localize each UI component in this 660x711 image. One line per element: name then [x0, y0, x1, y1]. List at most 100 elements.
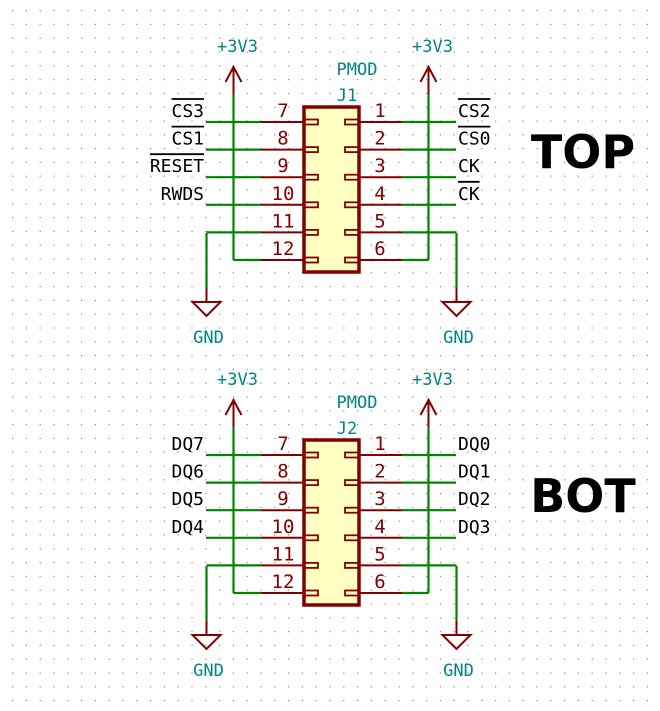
pin-2: 2 CS0 — [344, 125, 491, 154]
pin-number: 2 — [374, 128, 385, 150]
pin-9: 9 DQ5 — [171, 488, 319, 514]
pin-contact — [303, 506, 319, 514]
power-arrow-icon — [224, 64, 243, 83]
pin-number: 5 — [374, 543, 385, 565]
pin-6: 6 — [344, 571, 429, 597]
pin-3: 3 CK — [344, 155, 480, 181]
pin-number: 4 — [374, 183, 385, 205]
pin-number: 9 — [277, 155, 288, 177]
pin-12: 12 — [233, 238, 319, 264]
pin-contact — [344, 228, 360, 236]
pin-1: 1 CS2 — [344, 98, 491, 126]
pin-12: 12 — [233, 571, 319, 597]
ground-label: GND — [443, 661, 474, 681]
pin-contact — [303, 589, 319, 597]
pin-contact — [344, 256, 360, 264]
net-label: DQ3 — [458, 517, 491, 538]
net-label: CS2 — [458, 101, 491, 122]
net-label: RWDS — [161, 184, 204, 205]
pin-number: 7 — [277, 433, 288, 455]
net-label: DQ5 — [171, 489, 204, 510]
pin-contact — [344, 562, 360, 569]
net-label: CS0 — [458, 129, 491, 150]
connector-body — [302, 105, 361, 274]
pin-1: 1 DQ0 — [344, 433, 491, 459]
ground-symbol-left: GND — [190, 233, 224, 348]
pin-7: 7 DQ7 — [171, 433, 319, 459]
pin-contact — [303, 173, 319, 181]
pin-number: 10 — [272, 516, 295, 538]
power-arrow-icon — [419, 397, 438, 416]
pin-contact — [303, 534, 319, 542]
ground-label: GND — [193, 328, 224, 348]
pin-contact — [344, 451, 360, 459]
pin-number: 12 — [272, 238, 295, 260]
ground-label: GND — [193, 661, 224, 681]
pin-contact — [344, 506, 360, 514]
pin-9: 9 RESET — [150, 153, 319, 181]
connector-value: PMOD — [337, 60, 378, 80]
pin-contact — [303, 256, 319, 264]
pin-5: 5 — [344, 543, 457, 569]
pin-11: 11 — [206, 210, 319, 236]
pin-11: 11 — [206, 543, 319, 569]
net-label: DQ7 — [171, 434, 204, 455]
pin-contact — [344, 118, 360, 126]
pin-4: 4 CK — [344, 180, 480, 209]
connector-reference: J2 — [337, 419, 357, 439]
pin-4: 4 DQ3 — [344, 516, 491, 542]
pin-contact — [344, 201, 360, 209]
power-label: +3V3 — [412, 37, 453, 57]
pin-number: 3 — [374, 155, 385, 177]
pin-number: 6 — [374, 571, 385, 593]
ground-symbol-right: GND — [440, 566, 474, 681]
pin-contact — [344, 534, 360, 542]
pin-contact — [344, 589, 360, 597]
power-arrow-icon — [419, 64, 438, 83]
net-label: CK — [458, 156, 480, 177]
ground-icon — [440, 301, 473, 318]
pin-contact — [344, 479, 360, 487]
pin-contact — [344, 173, 360, 181]
net-label: CK — [458, 184, 480, 205]
net-label: RESET — [150, 156, 204, 177]
side-label: TOP — [531, 125, 635, 179]
pin-contact — [303, 201, 319, 209]
pin-number: 5 — [374, 210, 385, 232]
power-label: +3V3 — [217, 370, 258, 390]
connector-value: PMOD — [337, 393, 378, 413]
pin-contact — [303, 118, 319, 126]
power-label: +3V3 — [412, 370, 453, 390]
connector-reference: J1 — [337, 86, 357, 106]
ground-icon — [440, 634, 473, 651]
ground-label: GND — [443, 328, 474, 348]
pin-6: 6 — [344, 238, 429, 264]
pin-number: 1 — [374, 100, 385, 122]
pin-number: 7 — [277, 100, 288, 122]
pin-number: 1 — [374, 433, 385, 455]
pin-number: 8 — [277, 461, 288, 483]
pin-number: 12 — [272, 571, 295, 593]
net-label: DQ6 — [171, 462, 204, 483]
connector-body — [302, 438, 361, 607]
pin-number: 3 — [374, 488, 385, 510]
net-label: CS1 — [171, 129, 204, 150]
net-label: DQ0 — [458, 434, 491, 455]
pin-number: 4 — [374, 516, 385, 538]
ground-symbol-left: GND — [190, 566, 224, 681]
pin-number: 9 — [277, 488, 288, 510]
pin-number: 10 — [272, 183, 295, 205]
ground-icon — [190, 301, 223, 318]
side-label: BOT — [530, 469, 636, 523]
power-label: +3V3 — [217, 37, 258, 57]
ground-symbol-right: GND — [440, 233, 474, 348]
pin-contact — [303, 562, 319, 569]
pin-10: 10 RWDS — [161, 183, 319, 209]
pin-number: 11 — [272, 210, 295, 232]
pin-contact — [303, 479, 319, 487]
